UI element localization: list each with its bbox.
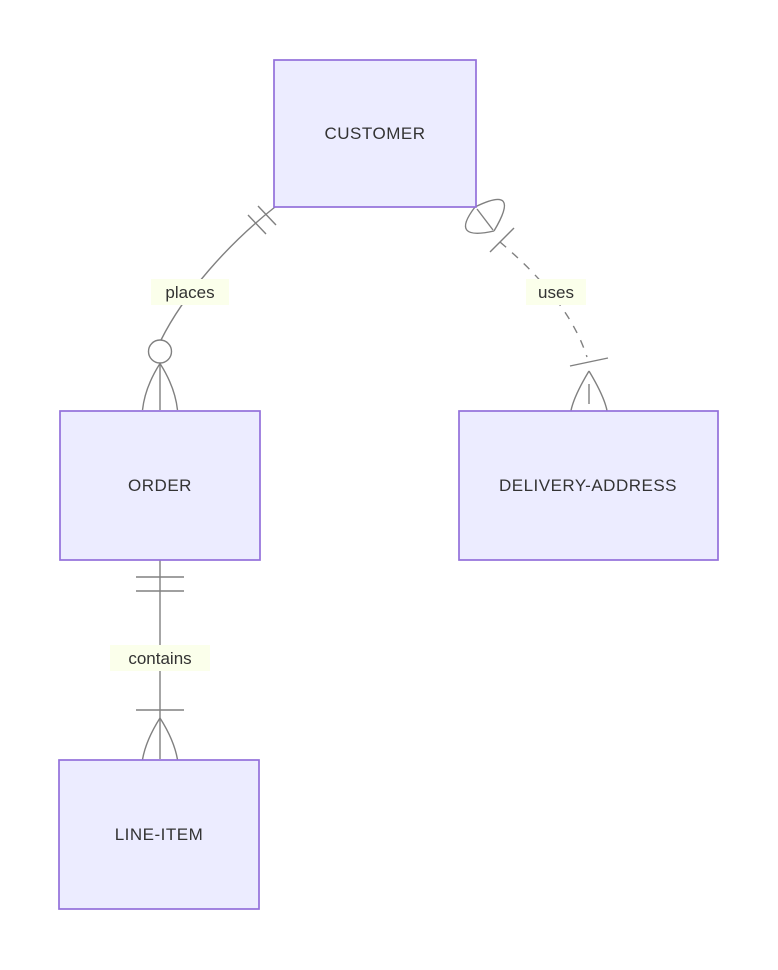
relationship-label-background [151,279,229,305]
tick-line [489,227,515,253]
contains-cardinality-one-or-more-marker [136,709,184,760]
entity-box [273,59,477,208]
entity-name: CUSTOMER [325,124,426,143]
crow-foot-leg [141,717,161,760]
tick-line [257,205,277,226]
relationship-label: contains [128,649,191,668]
relationship-label: uses [538,283,574,302]
relationship-contains: contains [110,560,210,760]
relationship-label: places [165,283,214,302]
entity-customer: CUSTOMER [273,59,477,208]
crow-foot-leg [159,363,179,411]
relationship-uses: uses [464,198,609,411]
tick-line [569,357,609,367]
zero-circle [147,339,173,364]
contains-cardinality-exactly-one-marker [136,576,184,592]
relationship-label-background [526,279,586,305]
entity-box [58,759,260,910]
places-cardinality-exactly-one-marker [247,205,277,235]
places-cardinality-zero-or-more-marker [141,339,179,411]
tick-line [247,214,267,235]
entity-name: LINE-ITEM [115,825,204,844]
relationship-uses-line [499,241,588,358]
crow-foot-leg [474,198,506,232]
crow-foot-leg [159,717,179,760]
crow-foot-leg [588,370,608,411]
entity-order: ORDER [59,410,261,561]
entity-box [59,410,261,561]
uses-address-one-or-more-marker [569,357,609,411]
crow-foot-middle [476,208,494,231]
entity-delivery-address: DELIVERY-ADDRESS [458,410,719,561]
entity-name: ORDER [128,476,192,495]
uses-customer-one-or-more-marker [464,198,515,253]
entity-box [458,410,719,561]
relationship-places: places [141,205,277,411]
entity-line-item: LINE-ITEM [58,759,260,910]
crow-foot-leg [464,206,495,234]
entity-name: DELIVERY-ADDRESS [499,476,677,495]
crow-foot-leg [570,370,590,411]
relationship-places-line [160,206,276,341]
relationship-label-background [110,645,210,671]
crow-foot-leg [141,363,161,411]
